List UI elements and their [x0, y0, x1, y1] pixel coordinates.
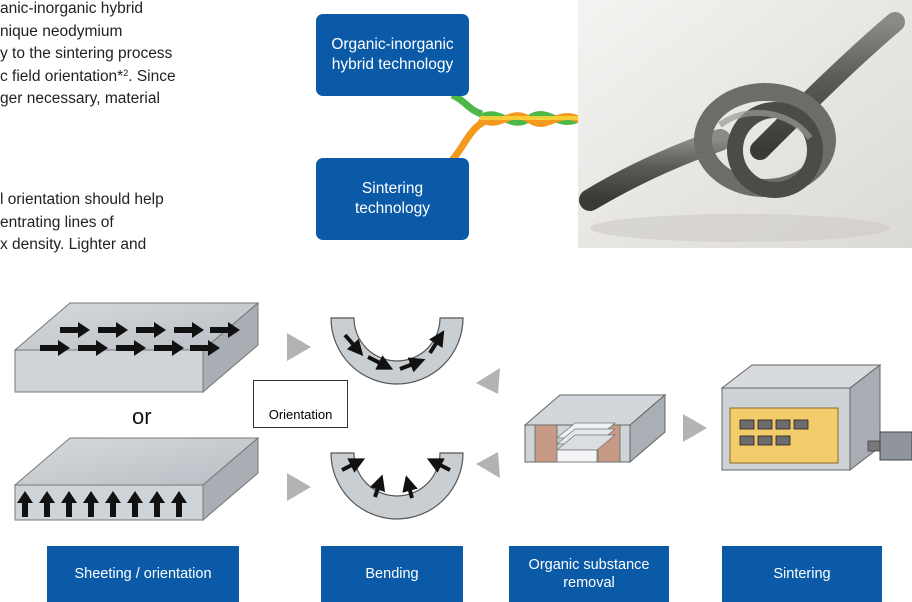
twisted-strands [449, 91, 582, 163]
organic-inorganic-technology-box: Organic-inorganic hybrid technology [316, 14, 469, 96]
flow-arrow-merge-bottom [476, 452, 500, 478]
intro-line: y to the sintering process [0, 45, 173, 62]
intro-line: c field orientation*2. Since [0, 66, 176, 89]
orientation-legend: Orientation [253, 380, 348, 428]
or-label: or [132, 404, 152, 429]
orientation-label: Orientation [268, 407, 333, 422]
intro-paragraph: anic-inorganic hybrid nique neodymium y … [0, 0, 176, 111]
magnet-photo [578, 0, 912, 248]
flow-arrow-to-bend-bottom [287, 473, 311, 501]
flow-arrow-to-bend-top [287, 333, 311, 361]
bent-magnet-top [330, 317, 464, 385]
sintering-oven [720, 363, 912, 472]
flow-triangles [287, 333, 707, 501]
step-label-organic-removal-text: Organic substance removal [528, 557, 650, 591]
flow-arrow-to-sintering [683, 414, 707, 442]
step-label-organic-removal: Organic substance removal [509, 546, 669, 602]
sintering-technology-box: Sintering technology [316, 158, 469, 240]
step-label-bending: Bending [321, 546, 463, 602]
intro-line-text: c field orientation*2. Since [0, 67, 176, 85]
step-label-sintering: Sintering [722, 546, 882, 602]
flow-arrow-merge-top [476, 368, 500, 394]
sintering-technology-label: Sintering technology [355, 180, 430, 217]
organic-inorganic-technology-label: Organic-inorganic hybrid technology [331, 36, 454, 73]
intro-line: ger necessary, material [0, 90, 160, 107]
bent-magnet-bottom [330, 452, 464, 520]
intro-line: nique neodymium [0, 22, 123, 40]
second-paragraph: l orientation should help entrating line… [0, 189, 164, 257]
step-label-sheeting: Sheeting / orientation [47, 546, 239, 602]
sheet-vertical [13, 436, 260, 522]
intro-line: anic-inorganic hybrid [0, 0, 144, 17]
organic-removal-press [523, 393, 667, 464]
para-line: x density. Lighter and [0, 236, 147, 253]
para-line: entrating lines of [0, 213, 114, 231]
sheet-horizontal [13, 301, 260, 394]
para-line: l orientation should help [0, 191, 164, 208]
